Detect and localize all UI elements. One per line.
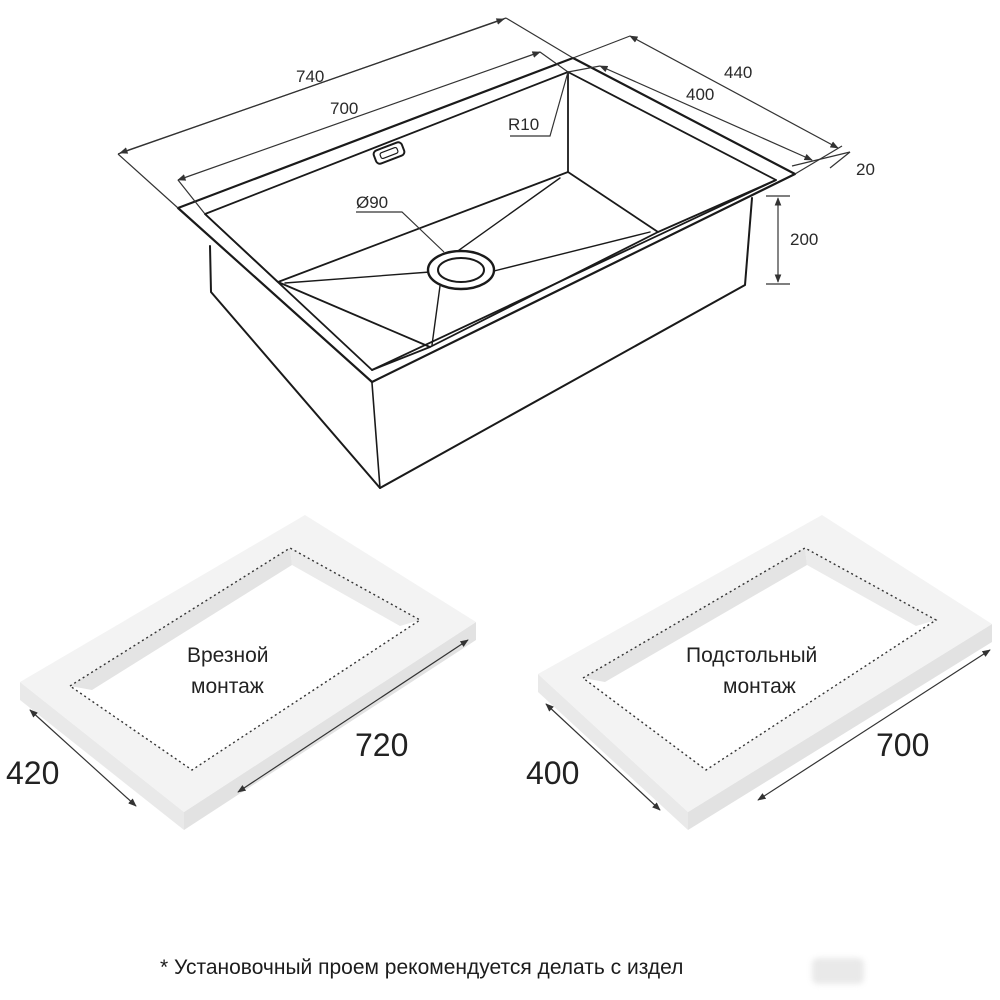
- sink-outer-wall-right: [379, 197, 753, 489]
- cutout-1-label-line1: Врезной: [187, 644, 269, 667]
- dim-depth: 200: [790, 230, 818, 249]
- dim-inner-width: 400: [686, 85, 714, 104]
- cutout-1-label-line2: монтаж: [191, 675, 264, 698]
- cutout-2-label-line2: монтаж: [723, 675, 796, 698]
- dim-outer-length: 740: [296, 67, 324, 86]
- dim-drain-diameter: Ø90: [356, 193, 388, 212]
- sink-bowl-edge-front: [371, 346, 431, 371]
- sink-outer-front-edge: [371, 382, 381, 489]
- drain-outer: [426, 249, 496, 291]
- drain-ribs: [284, 177, 651, 346]
- sink-body: [176, 56, 797, 489]
- dim-outer-width: 440: [724, 63, 752, 82]
- cutout-undermount: Подстольный монтаж 400 700: [526, 515, 992, 830]
- cutout-1-width: 420: [6, 755, 59, 791]
- cutout-1-length: 720: [355, 727, 408, 763]
- sink-flange-outer: [176, 56, 797, 384]
- sink-dimension-labels: 740 700 440 400 20 200 R10 Ø90: [296, 63, 875, 249]
- cutout-2-label-line1: Подстольный: [686, 644, 817, 667]
- blurred-text-patch: [812, 958, 864, 984]
- dim-rim: 20: [856, 160, 875, 179]
- sink-outer-wall-left: [209, 245, 381, 489]
- dim-corner-radius: R10: [508, 115, 539, 134]
- cutout-2-width: 400: [526, 755, 579, 791]
- installation-footnote: * Установочный проем рекомендуется делат…: [160, 956, 684, 979]
- sink-bowl-edge-right: [657, 179, 777, 233]
- dim-inner-length: 700: [330, 99, 358, 118]
- sink-dimension-lines: [117, 17, 851, 285]
- cutout-drop-in: Врезной монтаж 420 720: [6, 515, 476, 830]
- cutout-2-length: 700: [876, 727, 929, 763]
- drain-inner: [437, 257, 485, 283]
- sink-bowl-edge-left: [204, 213, 279, 283]
